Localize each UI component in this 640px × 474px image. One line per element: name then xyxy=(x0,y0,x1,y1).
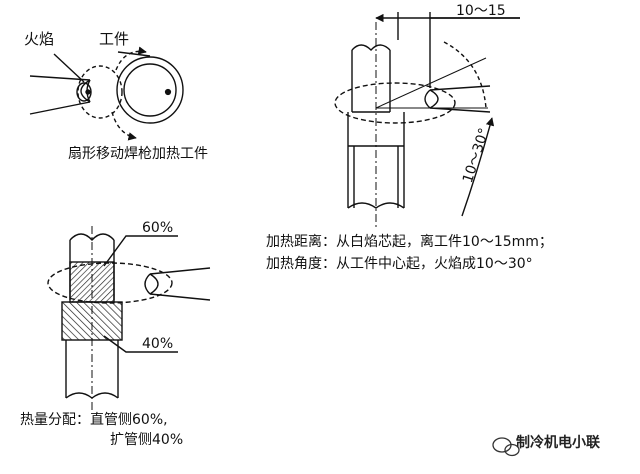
leader-60 xyxy=(103,235,178,267)
heat-note-line1: 热量分配：直管侧60%, xyxy=(20,412,168,428)
workpiece-circle xyxy=(116,56,184,124)
flame-core xyxy=(76,82,92,102)
workpiece-leader xyxy=(117,51,151,57)
watermark: 制冷机电小联 xyxy=(516,432,600,452)
workpiece-label: 工件 xyxy=(99,30,130,48)
leader-40 xyxy=(103,335,178,353)
pct-40-label: 40% xyxy=(142,336,174,352)
torch-nozzle xyxy=(29,75,91,115)
heating-envelope xyxy=(77,65,123,119)
caption-flame-heating: 扇形移动焊枪加热工件 xyxy=(68,146,208,162)
flame-leader xyxy=(53,53,85,83)
sweep-arrow-bottom xyxy=(111,111,137,141)
fig-flame-heating xyxy=(29,46,184,141)
sweep-arrow-top xyxy=(115,46,147,71)
heat-note-line2: 扩管侧40% xyxy=(110,432,184,448)
expanded-pipe xyxy=(65,340,119,398)
fig-heat-distribution xyxy=(47,226,211,412)
angle-arc xyxy=(443,41,487,109)
lower-pipe xyxy=(347,112,405,208)
fig-distance-angle xyxy=(334,12,520,230)
angle-note: 加热角度：从工件中心起，火焰成10～30° xyxy=(266,256,533,272)
distance-dim-label: 10～15 xyxy=(456,3,506,19)
angle-arrow xyxy=(461,117,495,217)
upper-pipe xyxy=(351,50,391,113)
torch-tip xyxy=(424,85,491,113)
wechat-logo-icon xyxy=(492,437,520,457)
torch-tip-2 xyxy=(144,267,211,301)
distance-note: 加热距离：从白焰芯起，离工件10～15mm； xyxy=(266,234,553,250)
flame-envelope xyxy=(47,262,173,304)
angle-ray xyxy=(375,57,487,109)
heating-zone xyxy=(334,82,456,124)
watermark-text: 制冷机电小联 xyxy=(516,435,600,451)
pct-60-label: 60% xyxy=(142,220,174,236)
flame-label: 火焰 xyxy=(24,30,55,48)
